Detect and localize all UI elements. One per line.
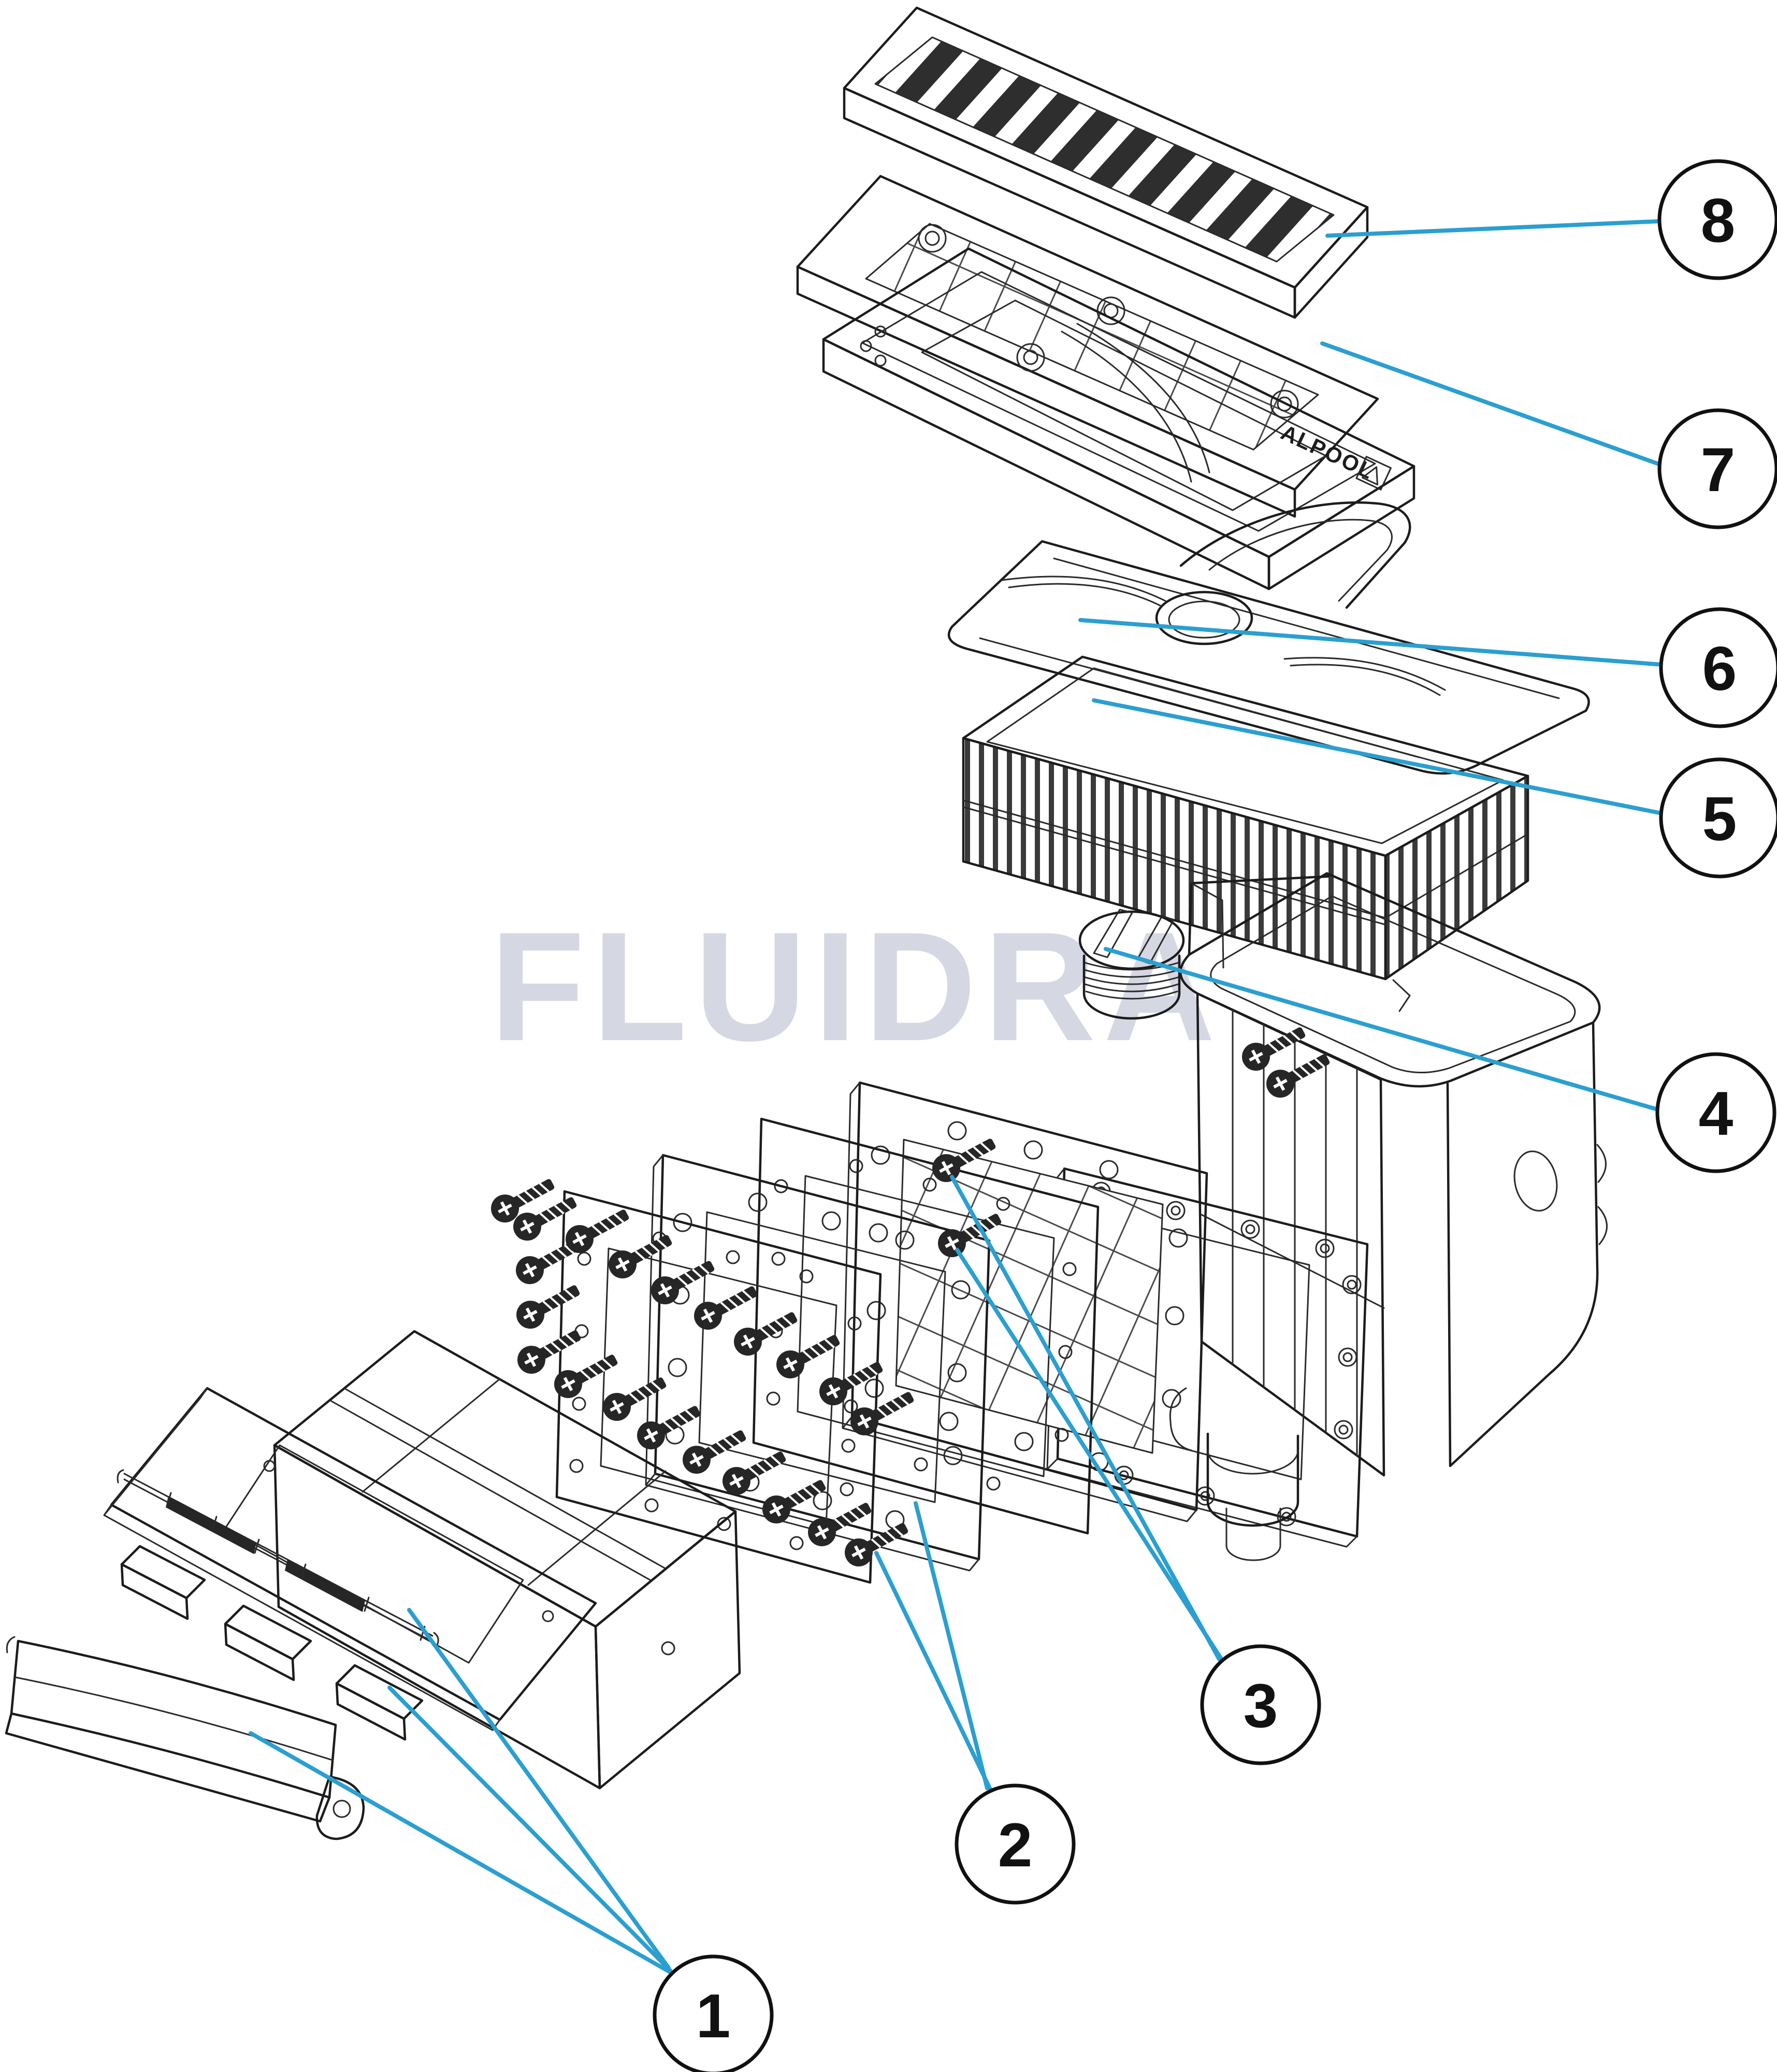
- callout-2: 2: [955, 1783, 1076, 1905]
- svg-text:2: 2: [998, 1810, 1033, 1880]
- part-threaded-plug: [1078, 909, 1185, 1020]
- svg-text:5: 5: [1702, 784, 1737, 854]
- callout-5: 5: [1659, 757, 1777, 879]
- callout-3: 3: [1200, 1644, 1321, 1765]
- part-extension-throat: [273, 1330, 741, 1790]
- callout-6: 6: [1659, 607, 1777, 728]
- svg-text:1: 1: [696, 1981, 731, 2051]
- part-grate-frame: [796, 175, 1379, 518]
- svg-text:4: 4: [1699, 1079, 1733, 1148]
- flap-end-bracket: [315, 1775, 365, 1840]
- part-weir-axle-rod: [117, 1469, 439, 1648]
- basket-clip: [1392, 979, 1411, 1012]
- svg-text:6: 6: [1702, 634, 1737, 703]
- callout-8: 8: [1657, 159, 1777, 280]
- weir-floats: [120, 1545, 424, 1741]
- svg-text:7: 7: [1701, 435, 1736, 505]
- svg-text:8: 8: [1701, 186, 1736, 255]
- part-top-grate: [843, 6, 1369, 319]
- svg-text:3: 3: [1244, 1671, 1278, 1740]
- part-skimmer-body: [1046, 872, 1608, 1561]
- callout-4: 4: [1655, 1052, 1776, 1173]
- lid-handle: [1179, 501, 1411, 609]
- tray-holes: [860, 325, 887, 367]
- callouts: 8 7 6 5 4 3 2 1: [653, 159, 1777, 2072]
- callout-7: 7: [1657, 408, 1777, 529]
- body-side-port: [1513, 1150, 1558, 1212]
- watermark-text: FLUIDRA: [490, 899, 1222, 1073]
- lid-hole: [1155, 591, 1253, 645]
- callout-1: 1: [653, 1954, 774, 2072]
- part-basket: [962, 655, 1529, 1012]
- drain-outlet: [1206, 1432, 1299, 1527]
- frame-bosses: [918, 224, 1299, 419]
- part-faceplate: [103, 1387, 597, 1731]
- clamp-frame-inner: [842, 1081, 1208, 1522]
- part-gasket-stack: [555, 1081, 1208, 1584]
- leader-lines: [249, 219, 1664, 1975]
- part-weir-flap: [5, 1636, 365, 1840]
